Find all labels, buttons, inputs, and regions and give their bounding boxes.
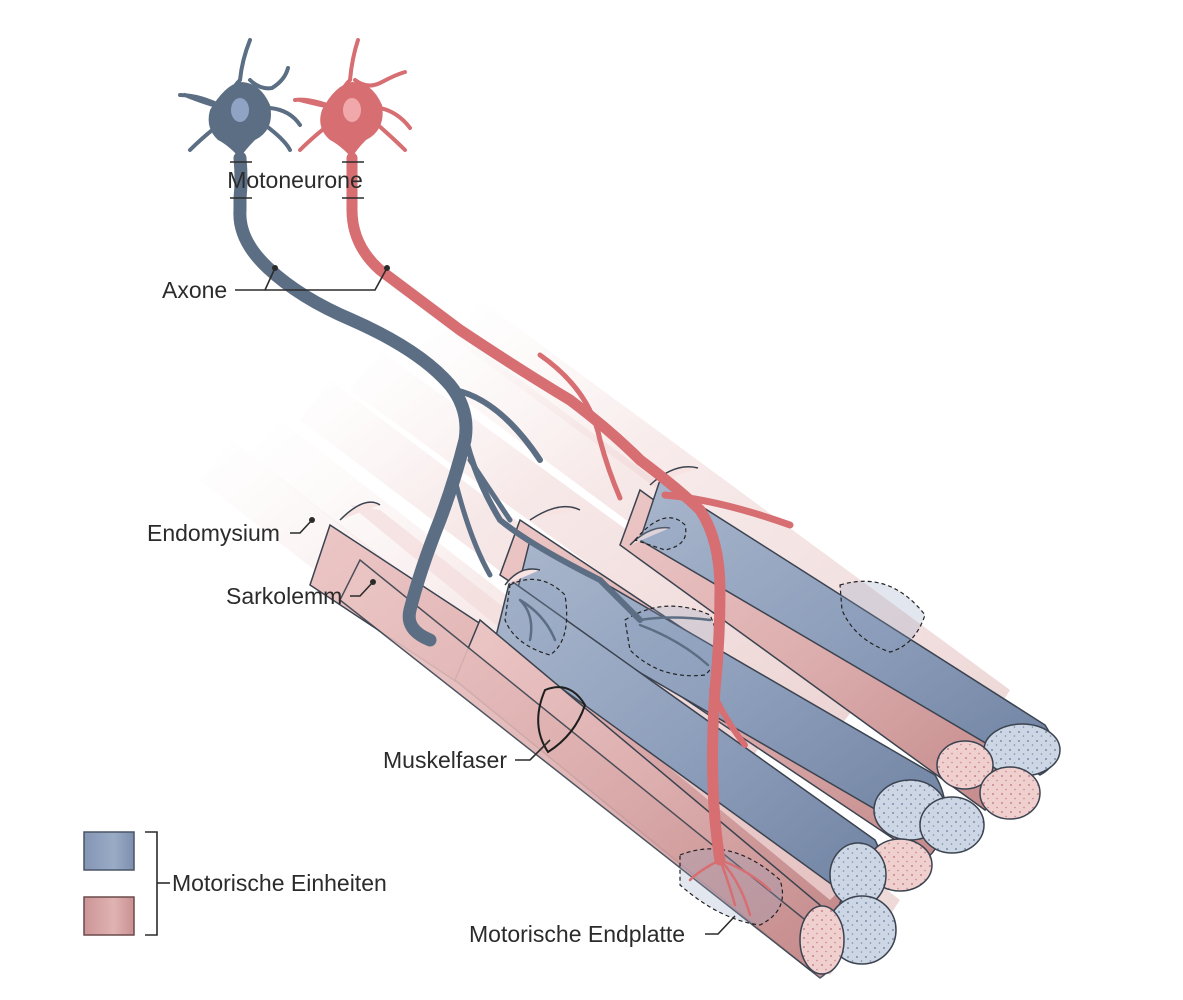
- motoneurone-ticks: [230, 161, 364, 199]
- sarkolemm-leader: [350, 579, 376, 597]
- blue-motoneuron: [178, 38, 712, 667]
- endplate-areas: [504, 517, 926, 926]
- legend-swatch-blue: [83, 831, 135, 871]
- endomysium-leader: [290, 517, 315, 534]
- label-muskelfaser: Muskelfaser: [383, 747, 507, 773]
- label-axone: Axone: [162, 277, 227, 303]
- legend: [83, 831, 170, 936]
- red-motoneuron: [293, 38, 794, 917]
- legend-swatch-red: [83, 896, 135, 936]
- muscle-fibers: [309, 466, 1061, 979]
- muskelfaser-leader: [515, 739, 551, 761]
- label-motorische-endplatte: Motorische Endplatte: [469, 921, 685, 947]
- label-sarkolemm: Sarkolemm: [226, 583, 342, 609]
- label-motorische-einheiten: Motorische Einheiten: [172, 870, 387, 896]
- endplatte-leader: [705, 915, 736, 935]
- label-endomysium: Endomysium: [147, 520, 280, 546]
- label-motoneurone: Motoneurone: [227, 167, 363, 193]
- axone-leader: [235, 265, 390, 291]
